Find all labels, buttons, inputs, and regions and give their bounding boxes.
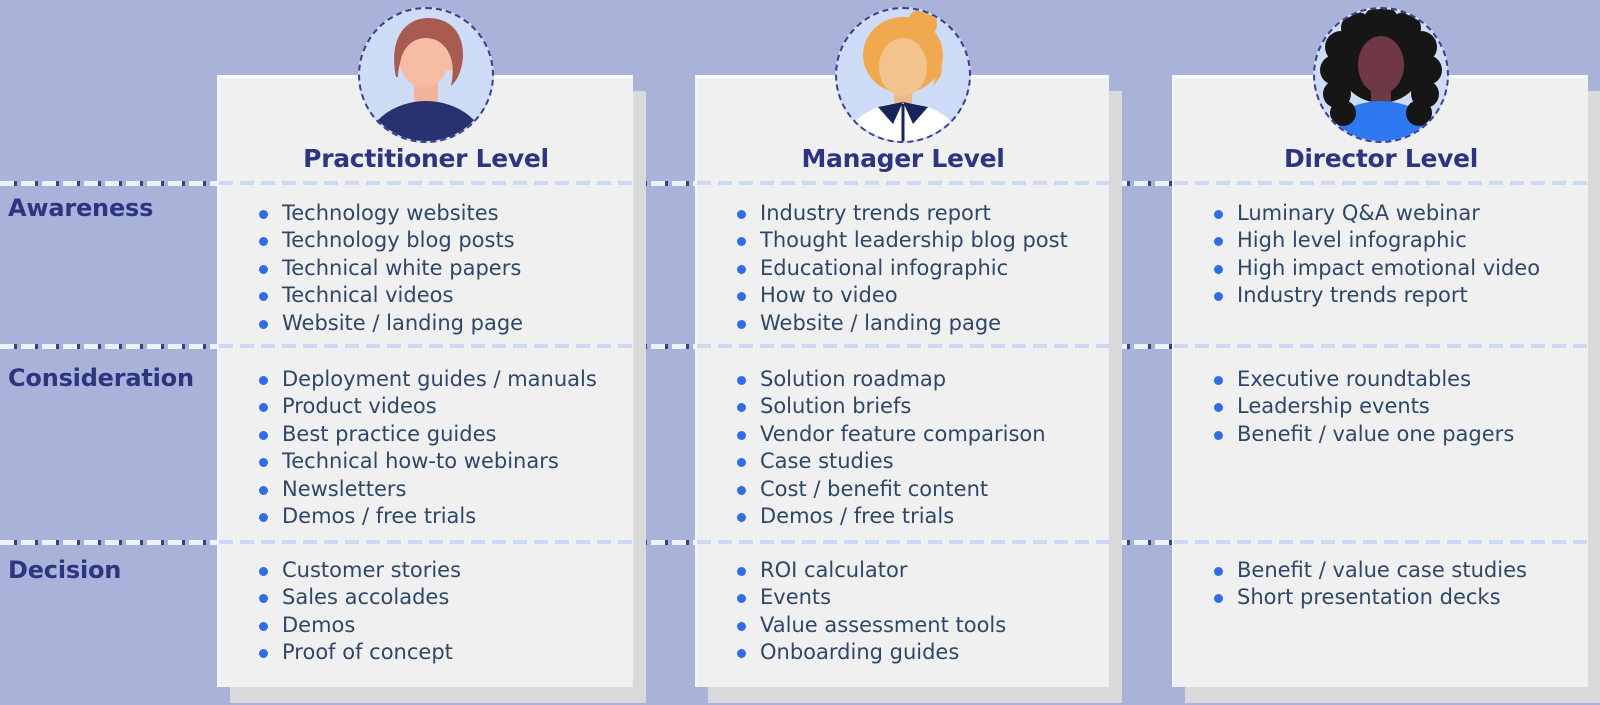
content-item: Demos / free trials	[735, 503, 1101, 530]
persona-card-director: Director Level Luminary Q&A webinar High…	[1172, 7, 1588, 687]
consideration-content-list: Deployment guides / manuals Product vide…	[257, 366, 625, 530]
content-item: Cost / benefit content	[735, 476, 1101, 503]
content-item: Newsletters	[257, 476, 625, 503]
man-avatar-icon	[365, 18, 487, 141]
content-item: Events	[735, 584, 1101, 611]
consideration-content-list: Executive roundtables Leadership events …	[1212, 366, 1580, 448]
card-row-divider	[1174, 181, 1588, 185]
content-item: Deployment guides / manuals	[257, 366, 625, 393]
content-item: Demos / free trials	[257, 503, 625, 530]
card-row-divider	[697, 344, 1109, 348]
card-row-divider	[1174, 540, 1588, 544]
content-item: Proof of concept	[257, 639, 625, 666]
decision-content-list: Customer stories Sales accolades Demos P…	[257, 557, 625, 667]
manager-avatar	[835, 7, 971, 143]
awareness-content-list: Industry trends report Thought leadershi…	[735, 200, 1101, 337]
stage-label-decision: Decision	[8, 556, 122, 584]
awareness-content-list: Luminary Q&A webinar High level infograp…	[1212, 200, 1580, 310]
card-row-divider	[219, 344, 633, 348]
woman-blonde-avatar-icon	[842, 9, 964, 141]
content-item: Demos	[257, 612, 625, 639]
card-title: Director Level	[1283, 144, 1479, 173]
practitioner-avatar	[358, 7, 494, 143]
card-row-divider	[219, 181, 633, 185]
content-item: Industry trends report	[735, 200, 1101, 227]
content-item: Benefit / value one pagers	[1212, 421, 1580, 448]
content-item: Leadership events	[1212, 393, 1580, 420]
content-item: Technical how-to webinars	[257, 448, 625, 475]
content-item: Benefit / value case studies	[1212, 557, 1580, 584]
content-item: Executive roundtables	[1212, 366, 1580, 393]
content-item: Luminary Q&A webinar	[1212, 200, 1580, 227]
card-row-divider	[1174, 344, 1588, 348]
content-item: Customer stories	[257, 557, 625, 584]
awareness-content-list: Technology websites Technology blog post…	[257, 200, 625, 337]
content-item: Solution briefs	[735, 393, 1101, 420]
content-item: Vendor feature comparison	[735, 421, 1101, 448]
content-item: Sales accolades	[257, 584, 625, 611]
stage-label-awareness: Awareness	[8, 194, 154, 222]
content-item: Value assessment tools	[735, 612, 1101, 639]
content-item: Short presentation decks	[1212, 584, 1580, 611]
content-item: Case studies	[735, 448, 1101, 475]
card-row-divider	[697, 540, 1109, 544]
director-avatar	[1313, 7, 1449, 143]
content-item: High level infographic	[1212, 227, 1580, 254]
content-item: ROI calculator	[735, 557, 1101, 584]
content-item: Educational infographic	[735, 255, 1101, 282]
card-title: Practitioner Level	[303, 144, 549, 173]
content-item: Website / landing page	[257, 310, 625, 337]
consideration-content-list: Solution roadmap Solution briefs Vendor …	[735, 366, 1101, 530]
persona-card-manager: Manager Level Industry trends report Tho…	[695, 7, 1109, 687]
content-item: Website / landing page	[735, 310, 1101, 337]
persona-card-practitioner: Practitioner Level Technology websites T…	[217, 7, 633, 687]
content-item: Onboarding guides	[735, 639, 1101, 666]
card-row-divider	[697, 181, 1109, 185]
content-item: Product videos	[257, 393, 625, 420]
content-item: Solution roadmap	[735, 366, 1101, 393]
content-item: How to video	[735, 282, 1101, 309]
content-item: Technical white papers	[257, 255, 625, 282]
content-item: Technology websites	[257, 200, 625, 227]
stage-label-consideration: Consideration	[8, 364, 194, 392]
decision-content-list: ROI calculator Events Value assessment t…	[735, 557, 1101, 667]
content-item: Technical videos	[257, 282, 625, 309]
woman-curly-avatar-icon	[1320, 9, 1442, 141]
content-item: Industry trends report	[1212, 282, 1580, 309]
card-title: Manager Level	[801, 144, 1005, 173]
content-item: Thought leadership blog post	[735, 227, 1101, 254]
content-item: Technology blog posts	[257, 227, 625, 254]
content-item: Best practice guides	[257, 421, 625, 448]
card-row-divider	[219, 540, 633, 544]
content-item: High impact emotional video	[1212, 255, 1580, 282]
decision-content-list: Benefit / value case studies Short prese…	[1212, 557, 1580, 612]
